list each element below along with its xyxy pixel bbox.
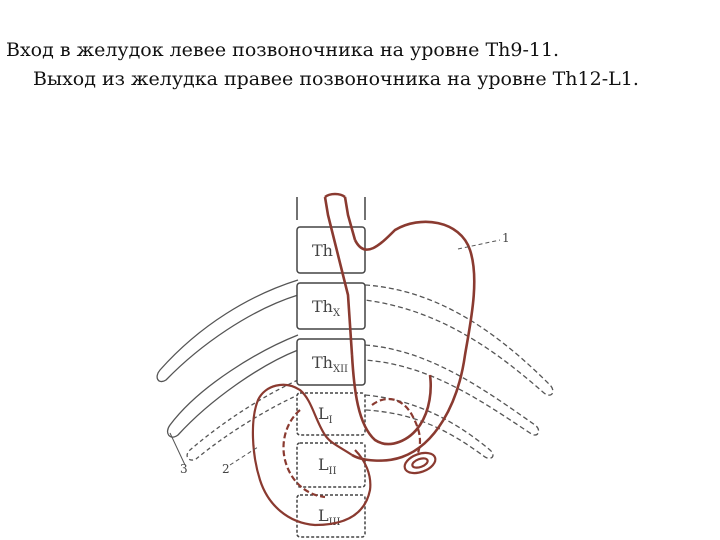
callout-1: 1 xyxy=(502,231,510,245)
esophagus-left-wall xyxy=(325,197,352,355)
ribs-right xyxy=(365,285,553,458)
caption-text: Вход в желудок левее позвоночника на уро… xyxy=(6,36,712,94)
caption-line-2: Выход из желудка правее позвоночника на … xyxy=(6,65,712,94)
ribs-left xyxy=(157,280,298,460)
callout-2: 2 xyxy=(222,462,230,476)
vertebra-label-1: Th xyxy=(312,241,333,260)
stomach-position-diagram: Th ThX ThXII LI LII LIII 1 2 3 xyxy=(140,185,580,540)
anatomy-figure: Th ThX ThXII LI LII LIII 1 2 3 xyxy=(140,185,580,540)
vertebra-l2 xyxy=(297,443,365,487)
duodenal-end xyxy=(402,449,438,477)
caption-line-1: Вход в желудок левее позвоночника на уро… xyxy=(6,36,712,65)
callout-3: 3 xyxy=(180,462,188,476)
